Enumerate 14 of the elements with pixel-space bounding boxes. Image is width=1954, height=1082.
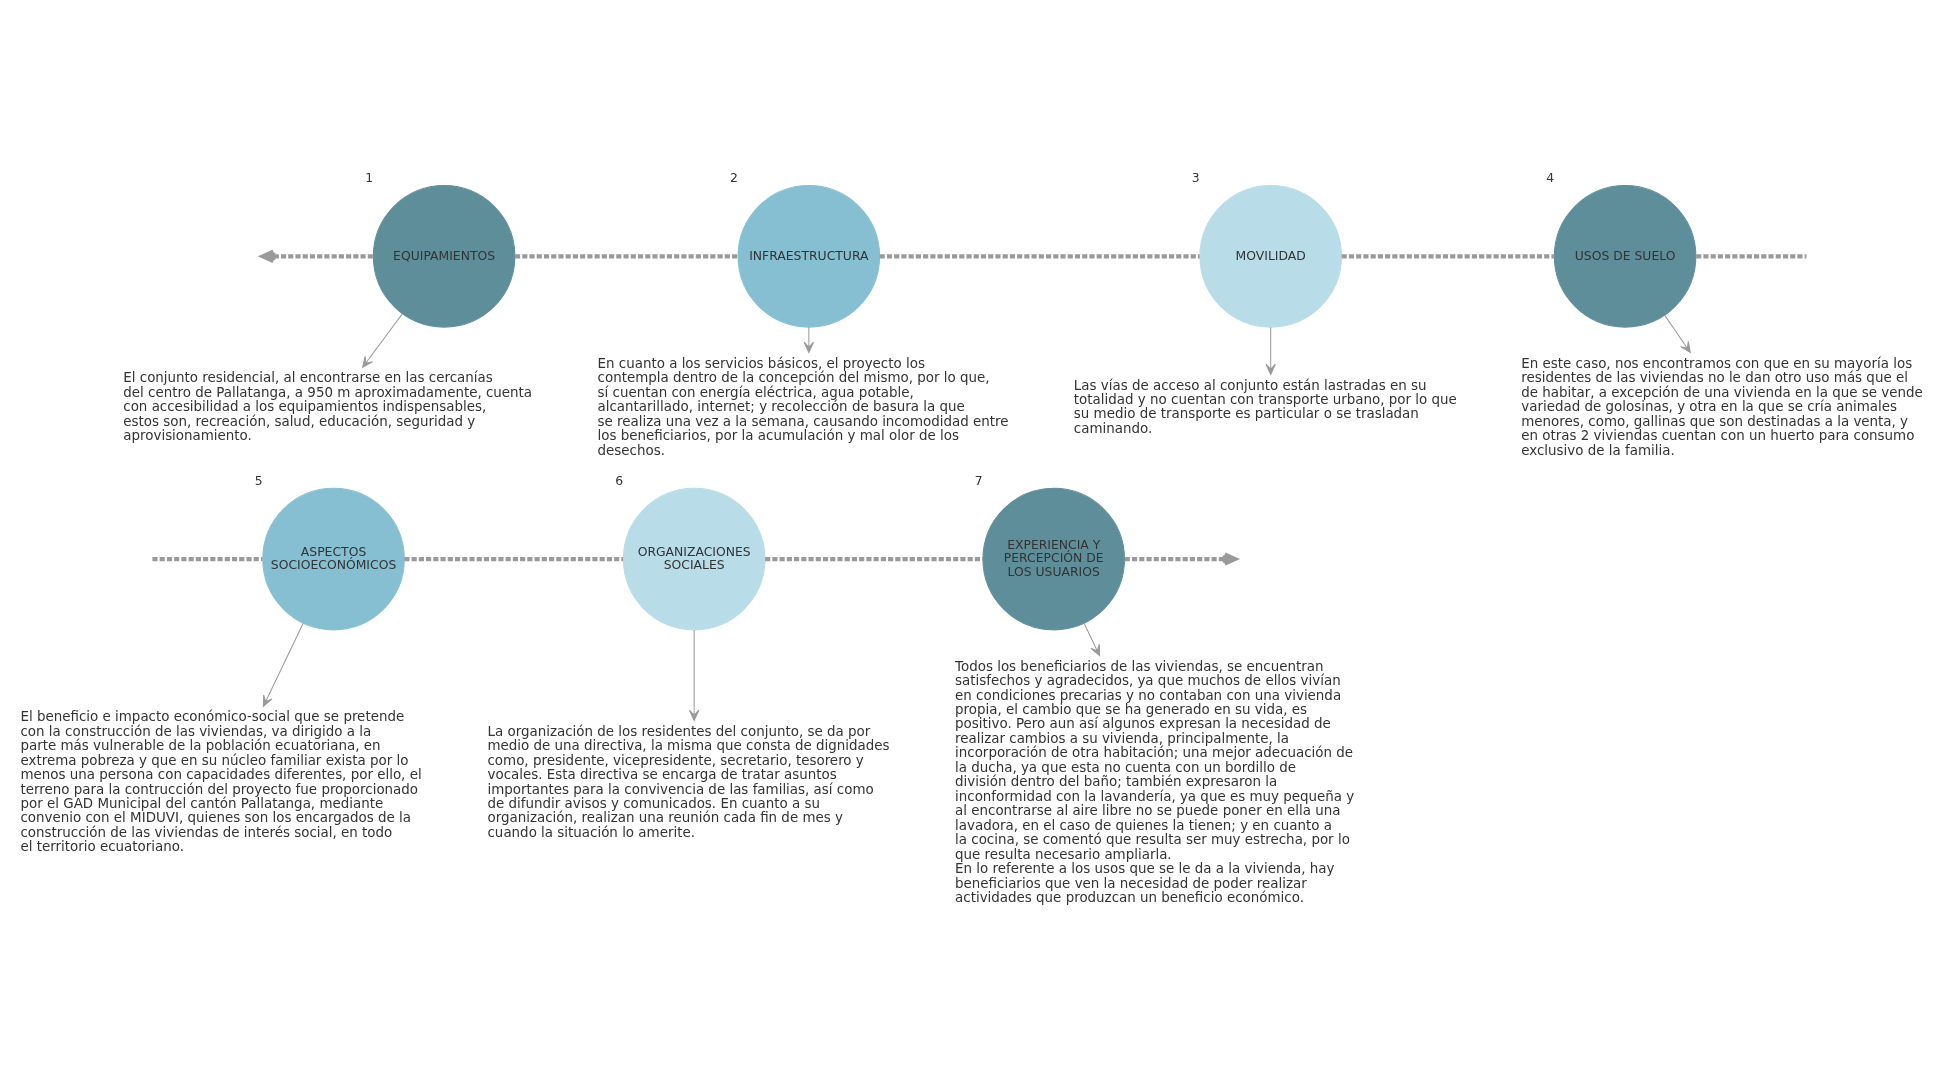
node-text: Las vías de acceso al conjunto están lastradas en su totalidad y no cuentan con transporte urbano, por lo que su medio de transporte es particular o se trasladan caminando. bbox=[1073, 377, 1457, 436]
node-label: 3 bbox=[1191, 170, 1200, 186]
node-label: 2 bbox=[729, 170, 738, 186]
node-label: 1 bbox=[365, 170, 374, 186]
node-text: La organización de los residentes del conjunto, se da por medio de una directiva, la misma que consta de dignidades como, presidente, vicepresidente, secretario, tesorero y vocales. Esta directiva se encarga de tratar asuntos importantes para la convivencia de las familias, así como de difundir avisos y comunicados. En cuanto a su organización, realizan una reunión cada fin de mes y cuando la situación lo amerite. bbox=[487, 723, 890, 840]
node-label: 6 bbox=[615, 472, 624, 488]
node-label: 4 bbox=[1546, 170, 1555, 186]
node-text: En cuanto a los servicios básicos, el proyecto los contempla dentro de la concepción del mismo, por lo que, sí cuentan con energía eléctrica, agua potable, alcantarillado, internet; y recolección de basura la que se realiza una vez a la semana, causando incomodidad entre los beneficiarios, por la acumulación y mal olor de los desechos. bbox=[597, 355, 1009, 458]
node-text: Todos los beneficiarios de las viviendas, se encuentran satisfechos y agradecidos, ya que muchos de ellos vivían en condiciones precarias y no contaban con una vivienda propia, el cambio que se ha generado en su vida, es positivo. Pero aun así algunos expresan la necesidad de realizar cambios a su vivienda, principalmente, la incorporación de otra habitación; una mejor adecuación de la ducha, ya que esta no cuenta con un bordillo de división dentro del baño; también expresaron la inconformidad con la lavandería, ya que es muy pequeña y al encontrarse al aire libre no se puede poner en ella una lavadora, en el caso de quienes la tienen; y en cuanto a la cocina, se comentó que resulta ser muy estrecha, por lo que resulta necesario ampliarla. En lo referente a los usos que se le da a la vivienda, hay beneficiarios que ven la necesidad de poder realizar actividades que produzcan un beneficio económico. bbox=[955, 658, 1355, 906]
node-label: 7 bbox=[974, 472, 983, 488]
node-text: En este caso, nos encontramos con que en su mayoría los residentes de las viviendas no le dan otro uso más que el de habitar, a excepción de una vivienda en la que se vende variedad de golosinas, y otra en la que se cría animales menores, como, gallinas que son destinadas a la venta, y en otras 2 viviendas cuentan con un huerto para consumo exclusivo de la familia. bbox=[1521, 355, 1923, 458]
node-text: El conjunto residencial, al encontrarse en las cercanías del centro de Pallatanga, a 950 m aproximadamente, cuenta con accesibilidad a los equipamientos indispensables, estos son, recreación, salud, educación, seguridad y aprovisionamiento. bbox=[123, 370, 533, 444]
node-text: El beneficio e impacto económico-social que se pretende con la construcción de las viviendas, va dirigido a la parte más vulnerable de la población ecuatoriana, en extrema pobreza y que en su núcleo familiar exista por lo menos una persona con capacidades diferentes, por ello, el terreno para la contrucción del proyecto fue proporcionado por el GAD Municipal del cantón Pallatanga, mediante convenio con el MIDUVI, quienes son los encargados de la construcción de las viviendas de interés social, en todo el territorio ecuatoriano. bbox=[20, 709, 422, 855]
node-label: 5 bbox=[254, 472, 263, 488]
